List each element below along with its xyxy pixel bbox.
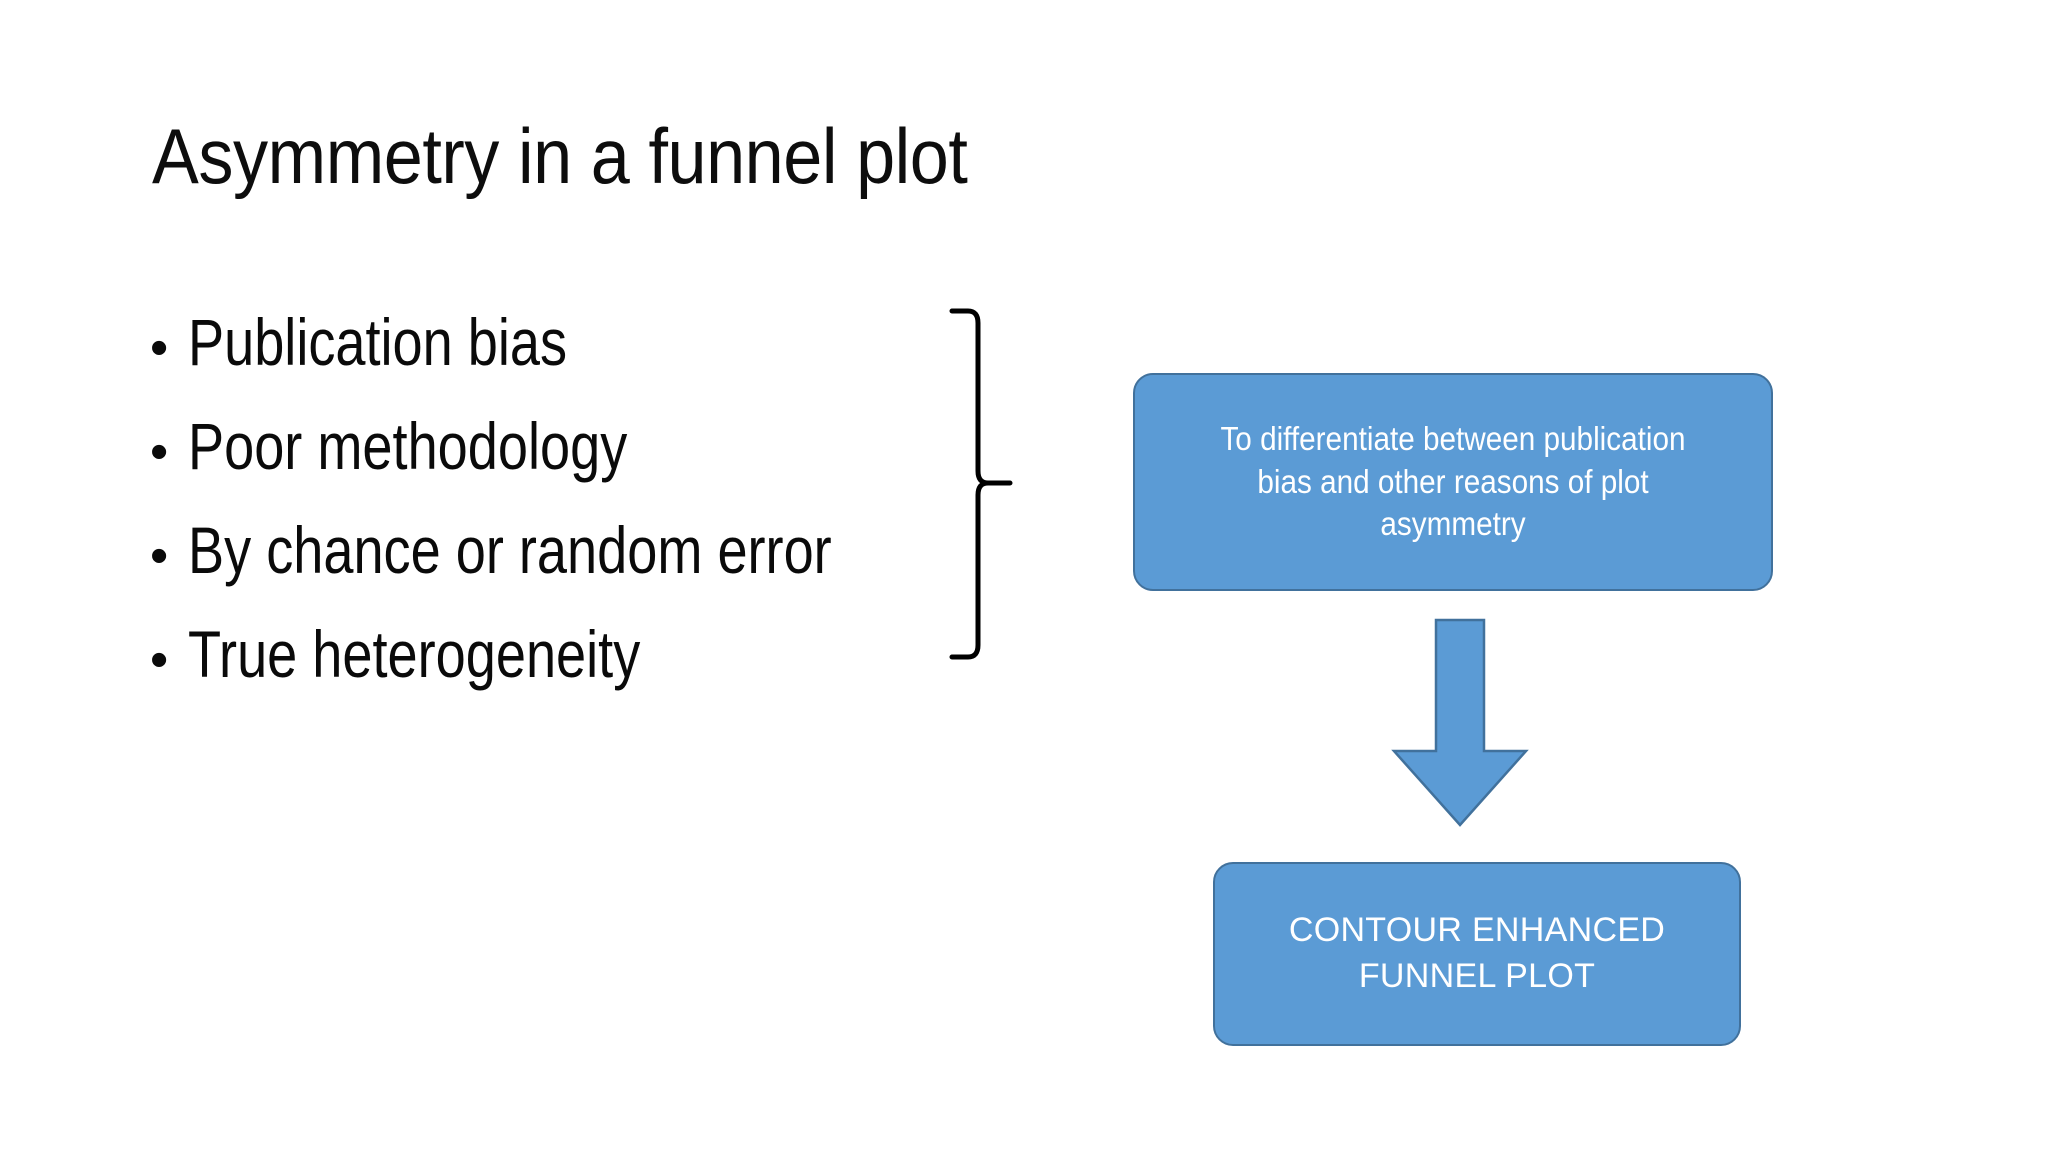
- list-item: • Poor methodology: [150, 394, 1050, 498]
- bullet-marker-icon: •: [150, 631, 169, 689]
- flow-diagram: To differentiate between publication bia…: [1120, 360, 1800, 1060]
- outcome-box-label: CONTOUR ENHANCED FUNNEL PLOT: [1288, 911, 1666, 995]
- purpose-box-label: To differentiate between publication bia…: [1220, 419, 1686, 543]
- page-title: Asymmetry in a funnel plot: [152, 112, 968, 200]
- bullet-marker-icon: •: [150, 319, 169, 377]
- purpose-box[interactable]: To differentiate between publication bia…: [1133, 373, 1773, 591]
- list-item: • Publication bias: [150, 290, 1050, 394]
- list-item-label: True heterogeneity: [188, 617, 641, 691]
- list-item-label: By chance or random error: [188, 513, 832, 587]
- outcome-box[interactable]: CONTOUR ENHANCED FUNNEL PLOT: [1213, 862, 1741, 1046]
- arrow-down-icon: [1391, 618, 1529, 827]
- bullet-list: • Publication bias • Poor methodology • …: [150, 290, 1050, 706]
- bullet-marker-icon: •: [150, 423, 169, 481]
- bullet-marker-icon: •: [150, 527, 169, 585]
- list-item: • True heterogeneity: [150, 602, 1050, 706]
- list-item: • By chance or random error: [150, 498, 1050, 602]
- list-item-label: Publication bias: [188, 305, 568, 379]
- list-item-label: Poor methodology: [188, 409, 628, 483]
